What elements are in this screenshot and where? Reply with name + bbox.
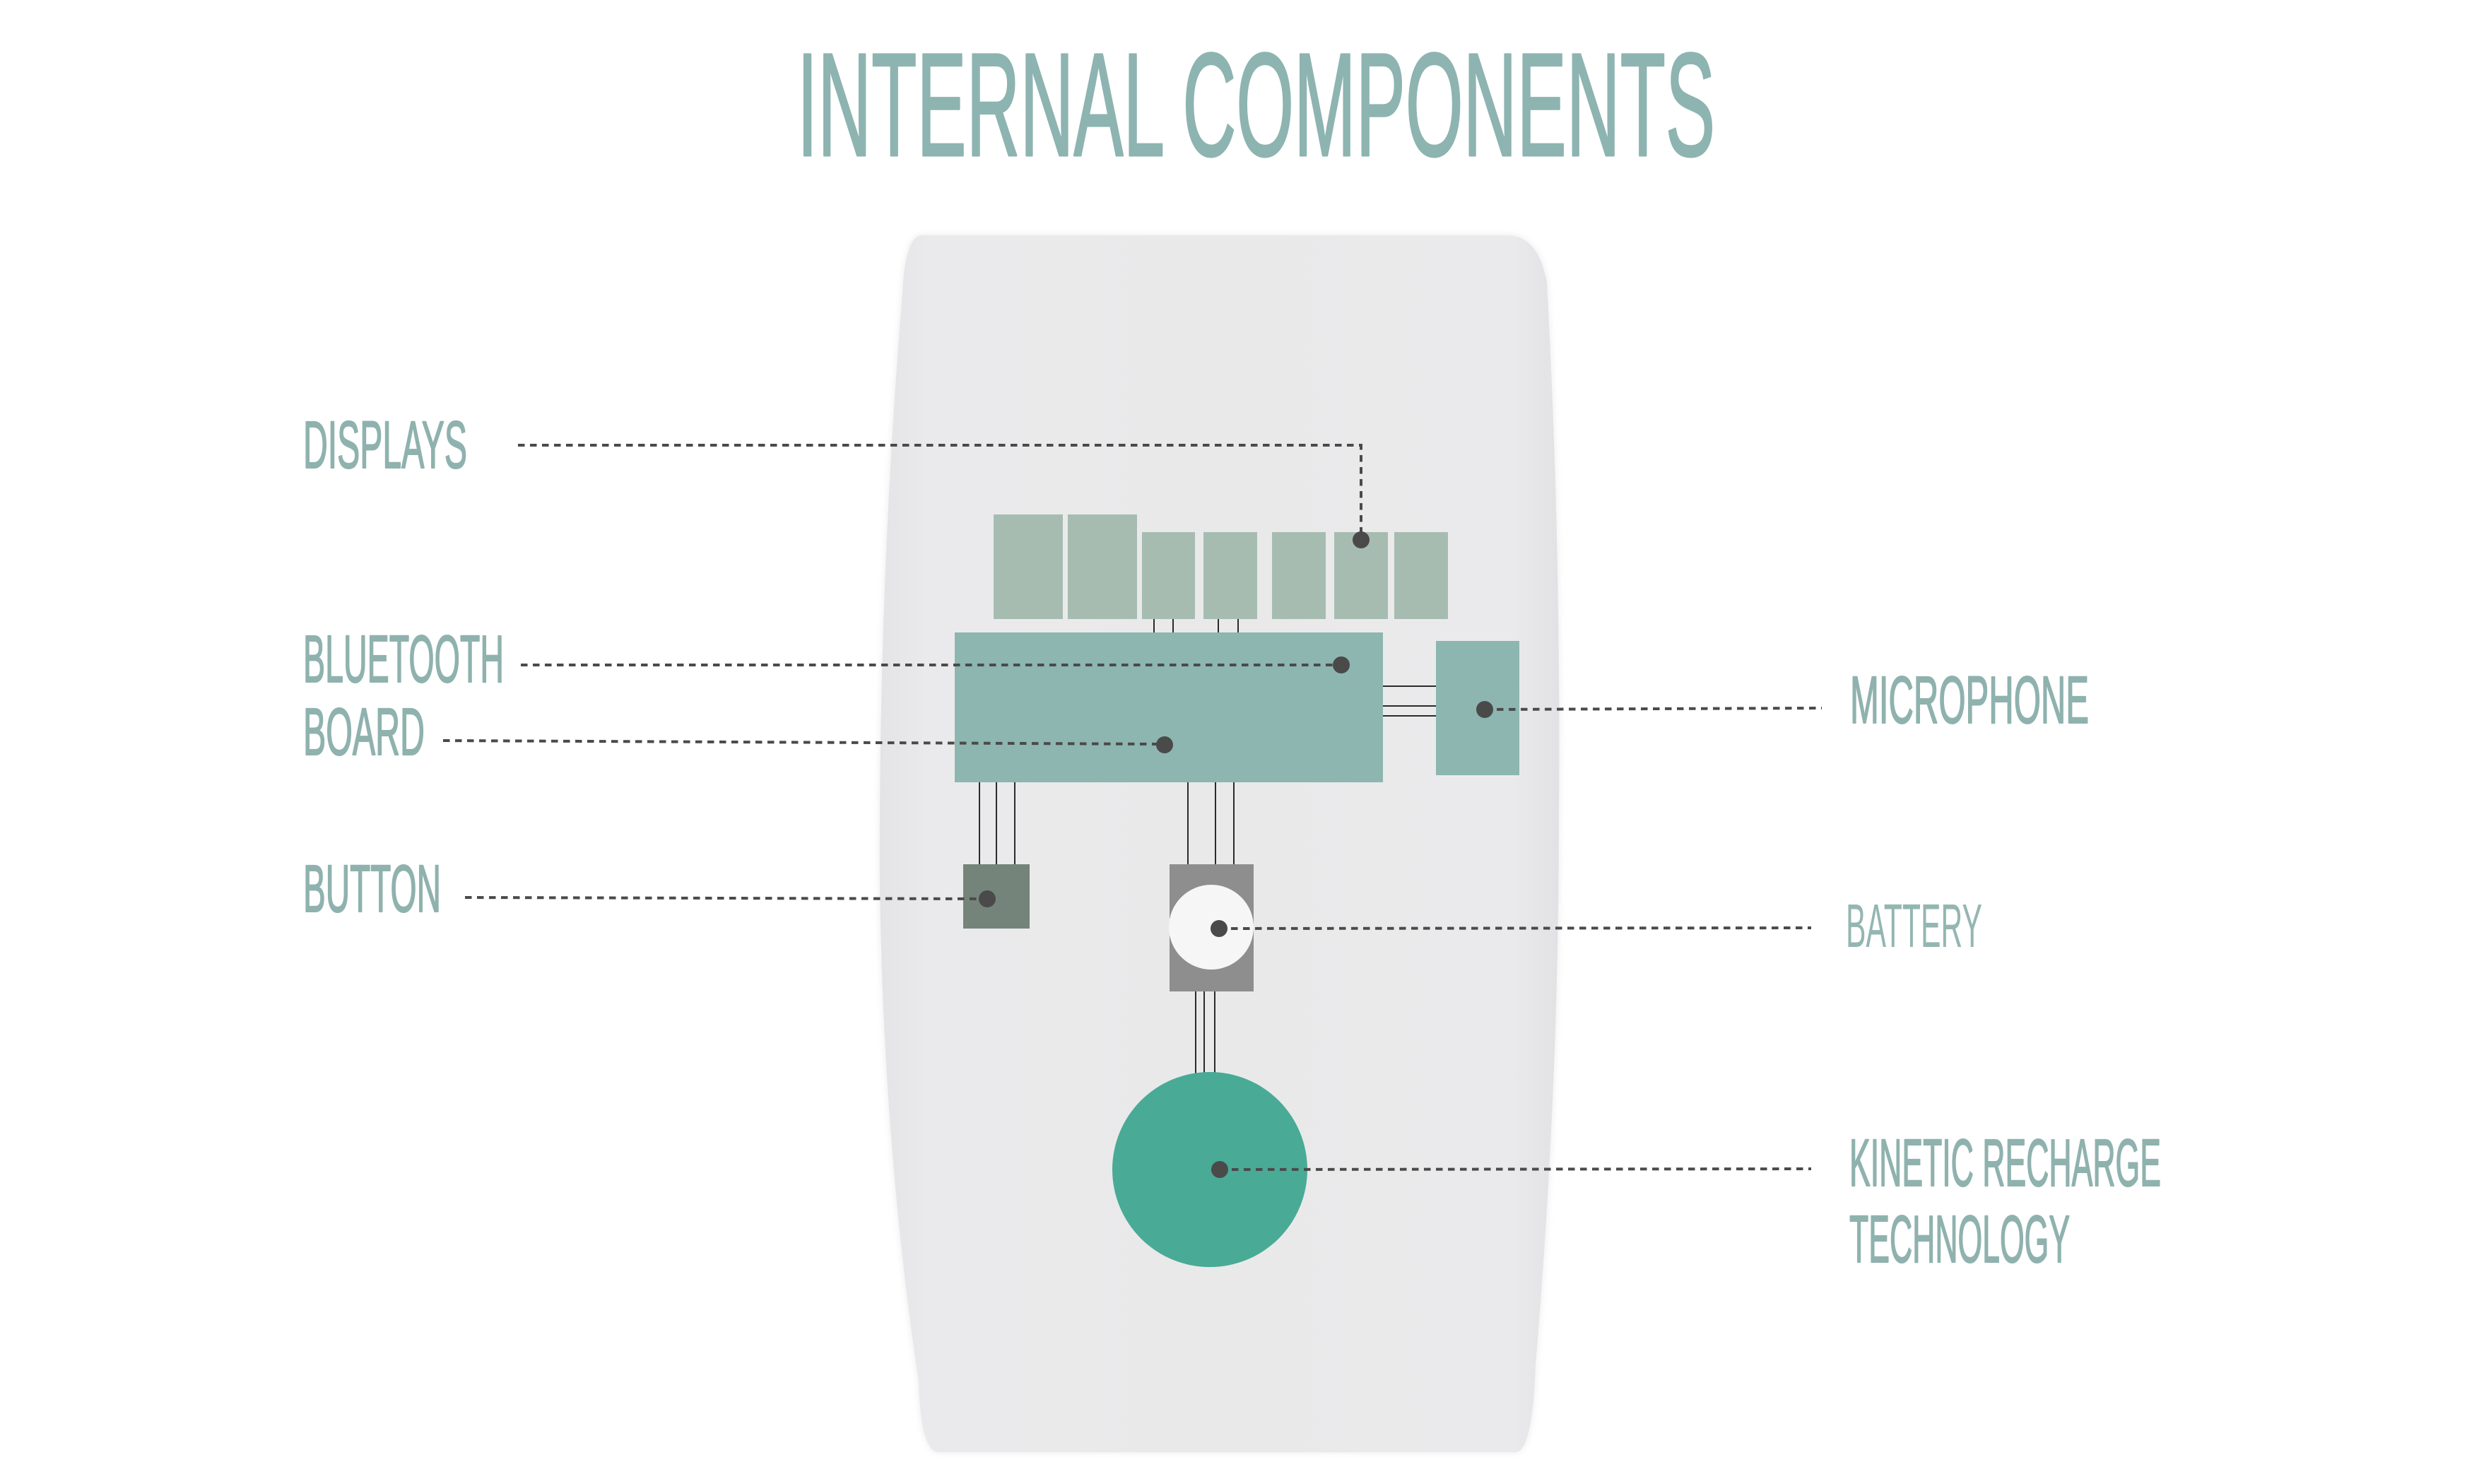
svg-text:BLUETOOTH: BLUETOOTH <box>303 622 504 696</box>
svg-text:TECHNOLOGY: TECHNOLOGY <box>1849 1201 2070 1276</box>
svg-text:KINETIC RECHARGE: KINETIC RECHARGE <box>1849 1125 2161 1200</box>
svg-text:BOARD: BOARD <box>303 694 425 769</box>
svg-text:MICROPHONE: MICROPHONE <box>1850 663 2089 737</box>
svg-text:DISPLAYS: DISPLAYS <box>303 407 467 482</box>
svg-text:BATTERY: BATTERY <box>1846 891 1982 960</box>
svg-text:INTERNAL COMPONENTS: INTERNAL COMPONENTS <box>797 23 1715 187</box>
svg-text:BUTTON: BUTTON <box>303 851 441 926</box>
